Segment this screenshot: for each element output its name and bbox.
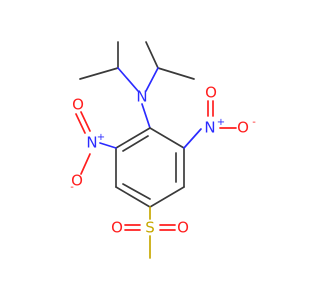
bond-right-isopropyl-to-n: [145, 67, 159, 92]
left-nitro-top-oxygen-label: O: [72, 96, 84, 114]
left-nitro-bottom-oxygen-label: O: [71, 172, 83, 190]
right-nitro-negative-charge: -: [252, 117, 256, 128]
bond-ring-to-right-nitro-n: [183, 128, 202, 149]
bond-left-nitro-n-to-top-o: [80, 111, 91, 132]
ring-bond-top-right: [149, 127, 185, 149]
bond-ring-to-left-nitro-n: [99, 142, 117, 149]
ring-inner-double-top-left: [122, 135, 149, 152]
bond-left-isopropyl-to-n: [117, 67, 139, 92]
bond-right-isopropyl-methyl-top: [145, 41, 159, 69]
bond-left-isopropyl-methyl-left: [79, 67, 119, 80]
right-nitro-top-oxygen-label: O: [205, 84, 217, 102]
ring-inner-double-bottom-left: [122, 183, 151, 200]
ring-bond-bottom-left: [115, 186, 151, 208]
right-nitro-positive-charge: +: [217, 117, 225, 128]
bond-left-nitro-n-to-bottom-o: [80, 153, 91, 175]
molecule-structure-diagram: N N + O O - N + O O - S O O: [70, 41, 256, 259]
bond-amine-to-ring: [141, 103, 151, 129]
left-nitro-negative-charge: -: [70, 182, 74, 193]
sulfonyl-right-oxygen-label: O: [177, 219, 189, 237]
ring-bond-bottom-right: [149, 186, 185, 208]
right-nitro-right-oxygen-label: O: [237, 119, 249, 137]
bond-left-nitro-n-to-top-o-double: [75, 113, 86, 134]
sulfur-label: S: [145, 219, 155, 237]
sulfonyl-left-oxygen-label: O: [111, 219, 123, 237]
right-nitro-nitrogen-label: N: [204, 119, 215, 137]
ring-bond-top-left: [115, 127, 151, 149]
bond-right-isopropyl-methyl-right: [157, 67, 195, 80]
left-nitro-positive-charge: +: [97, 132, 105, 143]
amine-nitrogen-label: N: [136, 88, 147, 106]
left-nitro-nitrogen-label: N: [86, 134, 97, 152]
